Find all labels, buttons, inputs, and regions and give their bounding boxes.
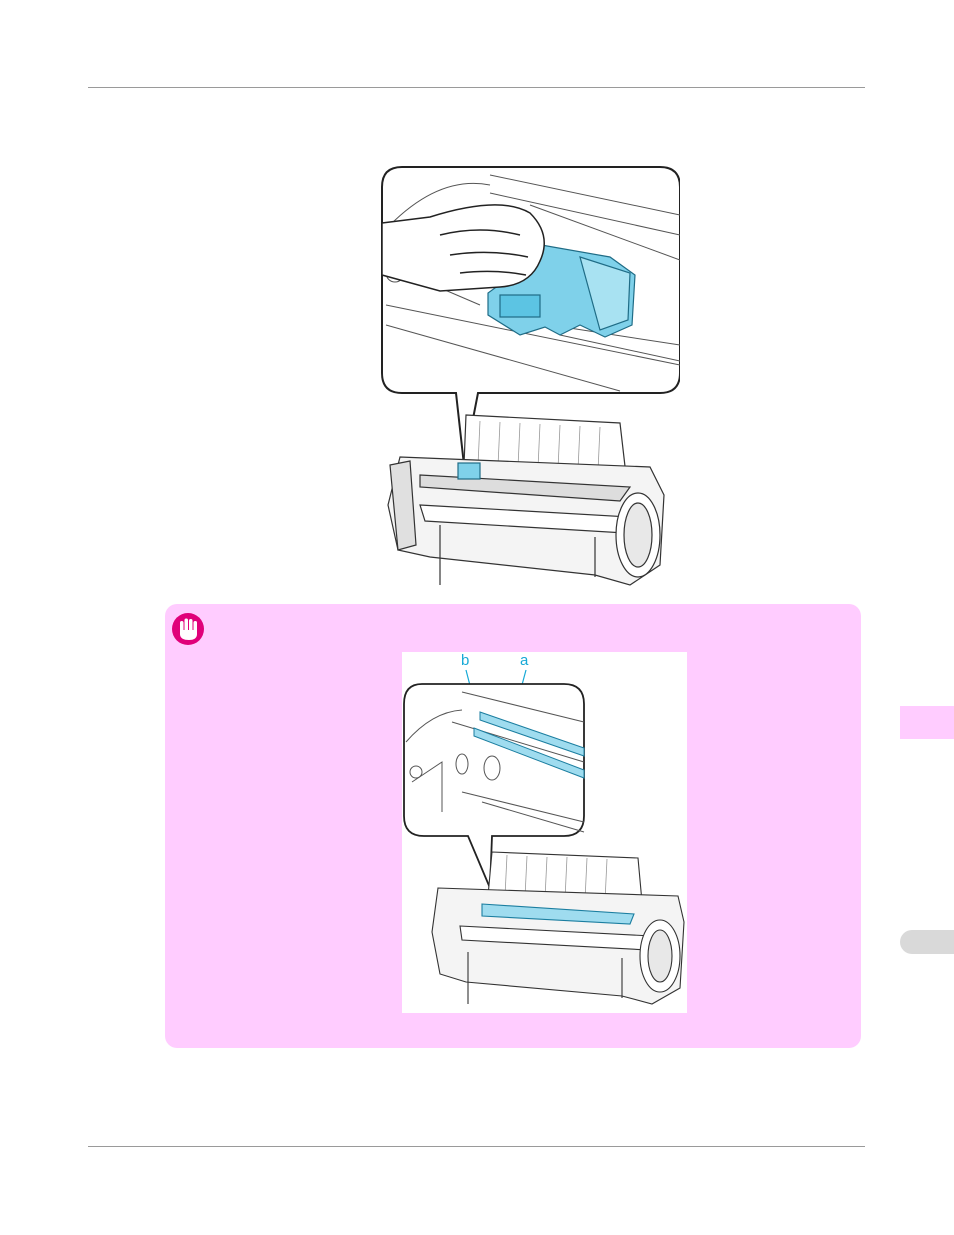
callout-label-b: b: [461, 653, 469, 668]
important-hand-icon: [171, 612, 205, 646]
important-note-box: b a: [165, 604, 861, 1048]
platen-cleaning-figure: b a: [402, 652, 687, 1013]
carriage-cleaning-figure: [380, 165, 680, 595]
header-rule: [88, 87, 865, 88]
chapter-tab-active[interactable]: [900, 706, 954, 739]
chapter-tab-inactive[interactable]: [900, 930, 954, 954]
callout-label-a: a: [520, 653, 528, 668]
footer-rule: [88, 1146, 865, 1147]
